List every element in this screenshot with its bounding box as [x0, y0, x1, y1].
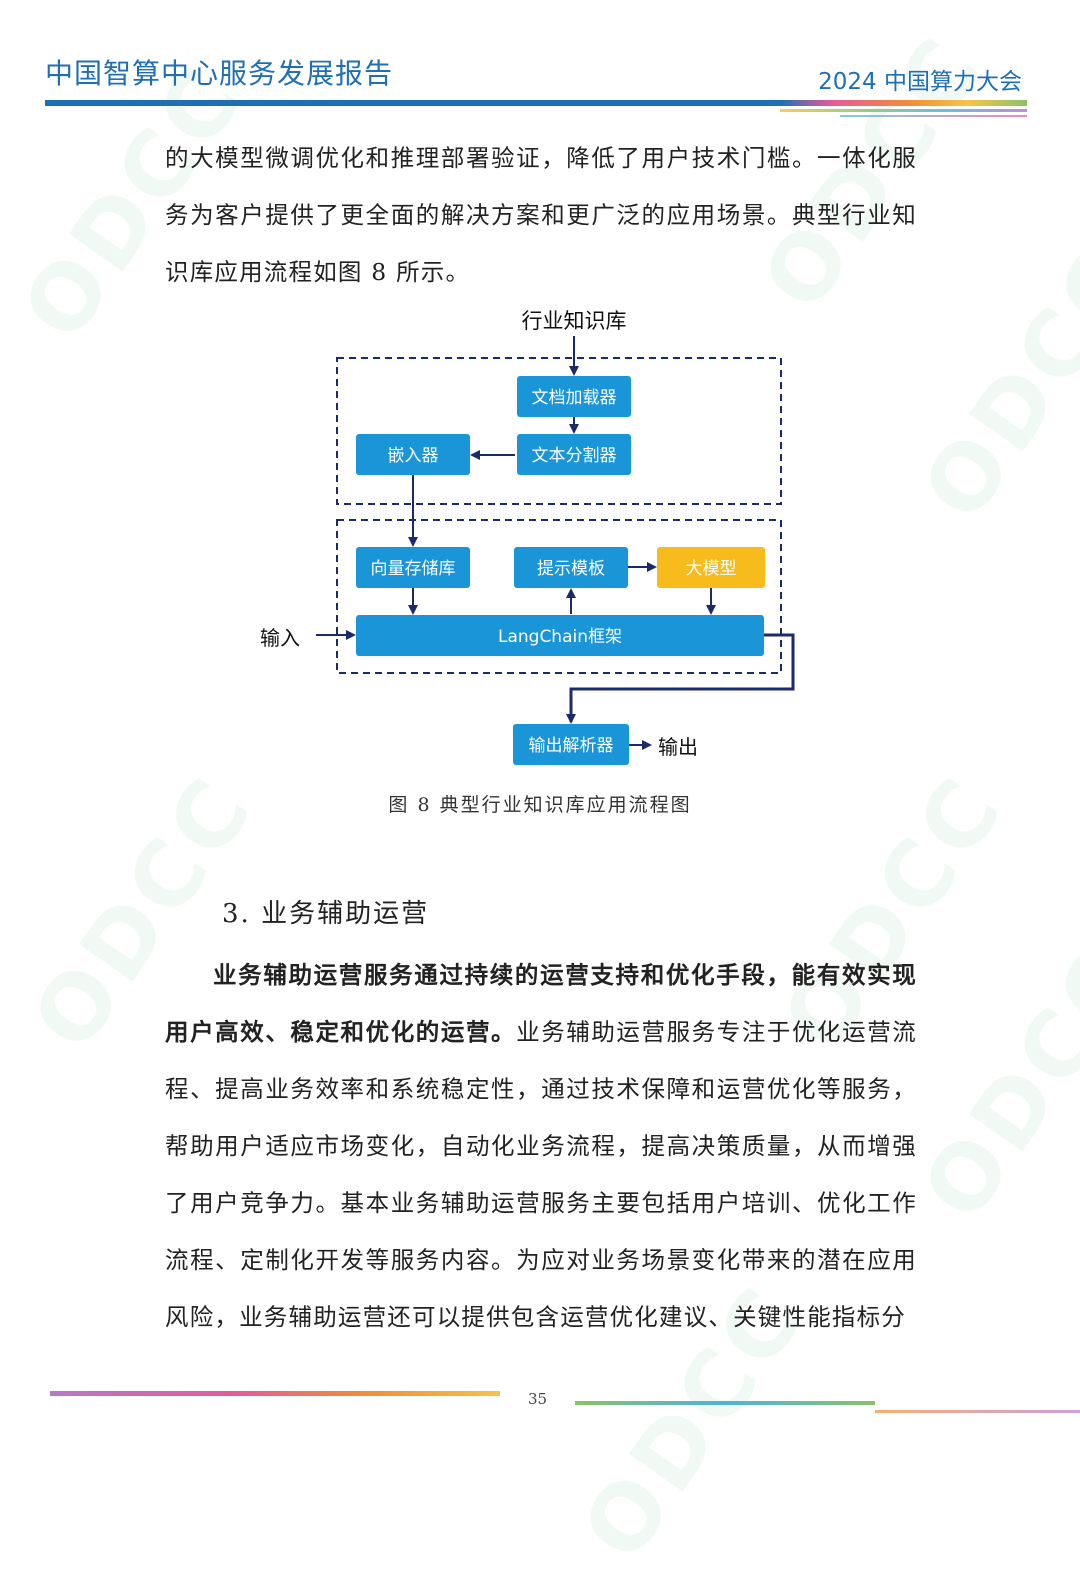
text-splitter-label: 文本分割器	[532, 446, 617, 466]
report-title: 中国智算中心服务发展报告	[45, 57, 394, 90]
header-accent-line	[840, 115, 1027, 117]
output-parser-box	[513, 724, 629, 765]
section-heading: 3. 业务辅助运营	[222, 899, 430, 929]
doc-loader-label: 文档加载器	[532, 388, 617, 408]
body-paragraph: 的大模型微调优化和推理部署验证，降低了用户技术门槛。一体化服务为客户提供了更全面…	[165, 144, 917, 286]
page-number: 35	[527, 1390, 548, 1408]
figure-caption: 图 8 典型行业知识库应用流程图	[388, 794, 692, 816]
embedder-label: 嵌入器	[388, 446, 439, 466]
paragraph-body-text: 业务辅助运营服务专注于优化运营流程、提高业务效率和系统稳定性，通过技术保障和运营…	[165, 1018, 917, 1331]
prompt-template-box	[514, 547, 628, 588]
text-splitter-box	[517, 434, 631, 475]
header-divider	[45, 100, 1027, 106]
output-label: 输出	[658, 735, 698, 759]
runtime-frame	[336, 519, 782, 674]
body-paragraph: 业务辅助运营服务通过持续的运营支持和优化手段，能有效实现用户高效、稳定和优化的运…	[165, 947, 917, 1346]
vector-store-label: 向量存储库	[371, 559, 456, 579]
watermark: ODCC	[902, 926, 1080, 1239]
conference-name: 2024 中国算力大会	[818, 69, 1022, 95]
footer-accent-line	[50, 1391, 500, 1396]
footer-accent-line	[875, 1410, 1080, 1413]
vector-store-box	[356, 547, 470, 588]
source-label: 行业知识库	[522, 309, 627, 333]
input-label: 输入	[260, 626, 300, 650]
doc-loader-box	[517, 376, 631, 417]
footer-accent-line	[575, 1401, 875, 1405]
arrow-framework-to-parser	[566, 633, 795, 724]
output-parser-label: 输出解析器	[529, 736, 614, 756]
bold-lead-sentence: 业务辅助运营服务通过持续的运营支持和优化手段，能有效实现用户高效、稳定和优化的运…	[165, 961, 917, 1046]
header-accent-line	[780, 109, 1027, 112]
embedder-box	[356, 434, 470, 475]
framework-label: LangChain框架	[498, 627, 622, 647]
knowledge-base-flow-diagram: 行业知识库 文档加载器 文本分割器 嵌入器 向量存储库 提示模板 大模型 Lan…	[260, 309, 795, 765]
llm-box	[657, 547, 765, 588]
prompt-template-label: 提示模板	[537, 559, 605, 579]
preprocess-frame	[336, 357, 782, 505]
llm-label: 大模型	[686, 559, 737, 579]
framework-box	[356, 615, 764, 656]
